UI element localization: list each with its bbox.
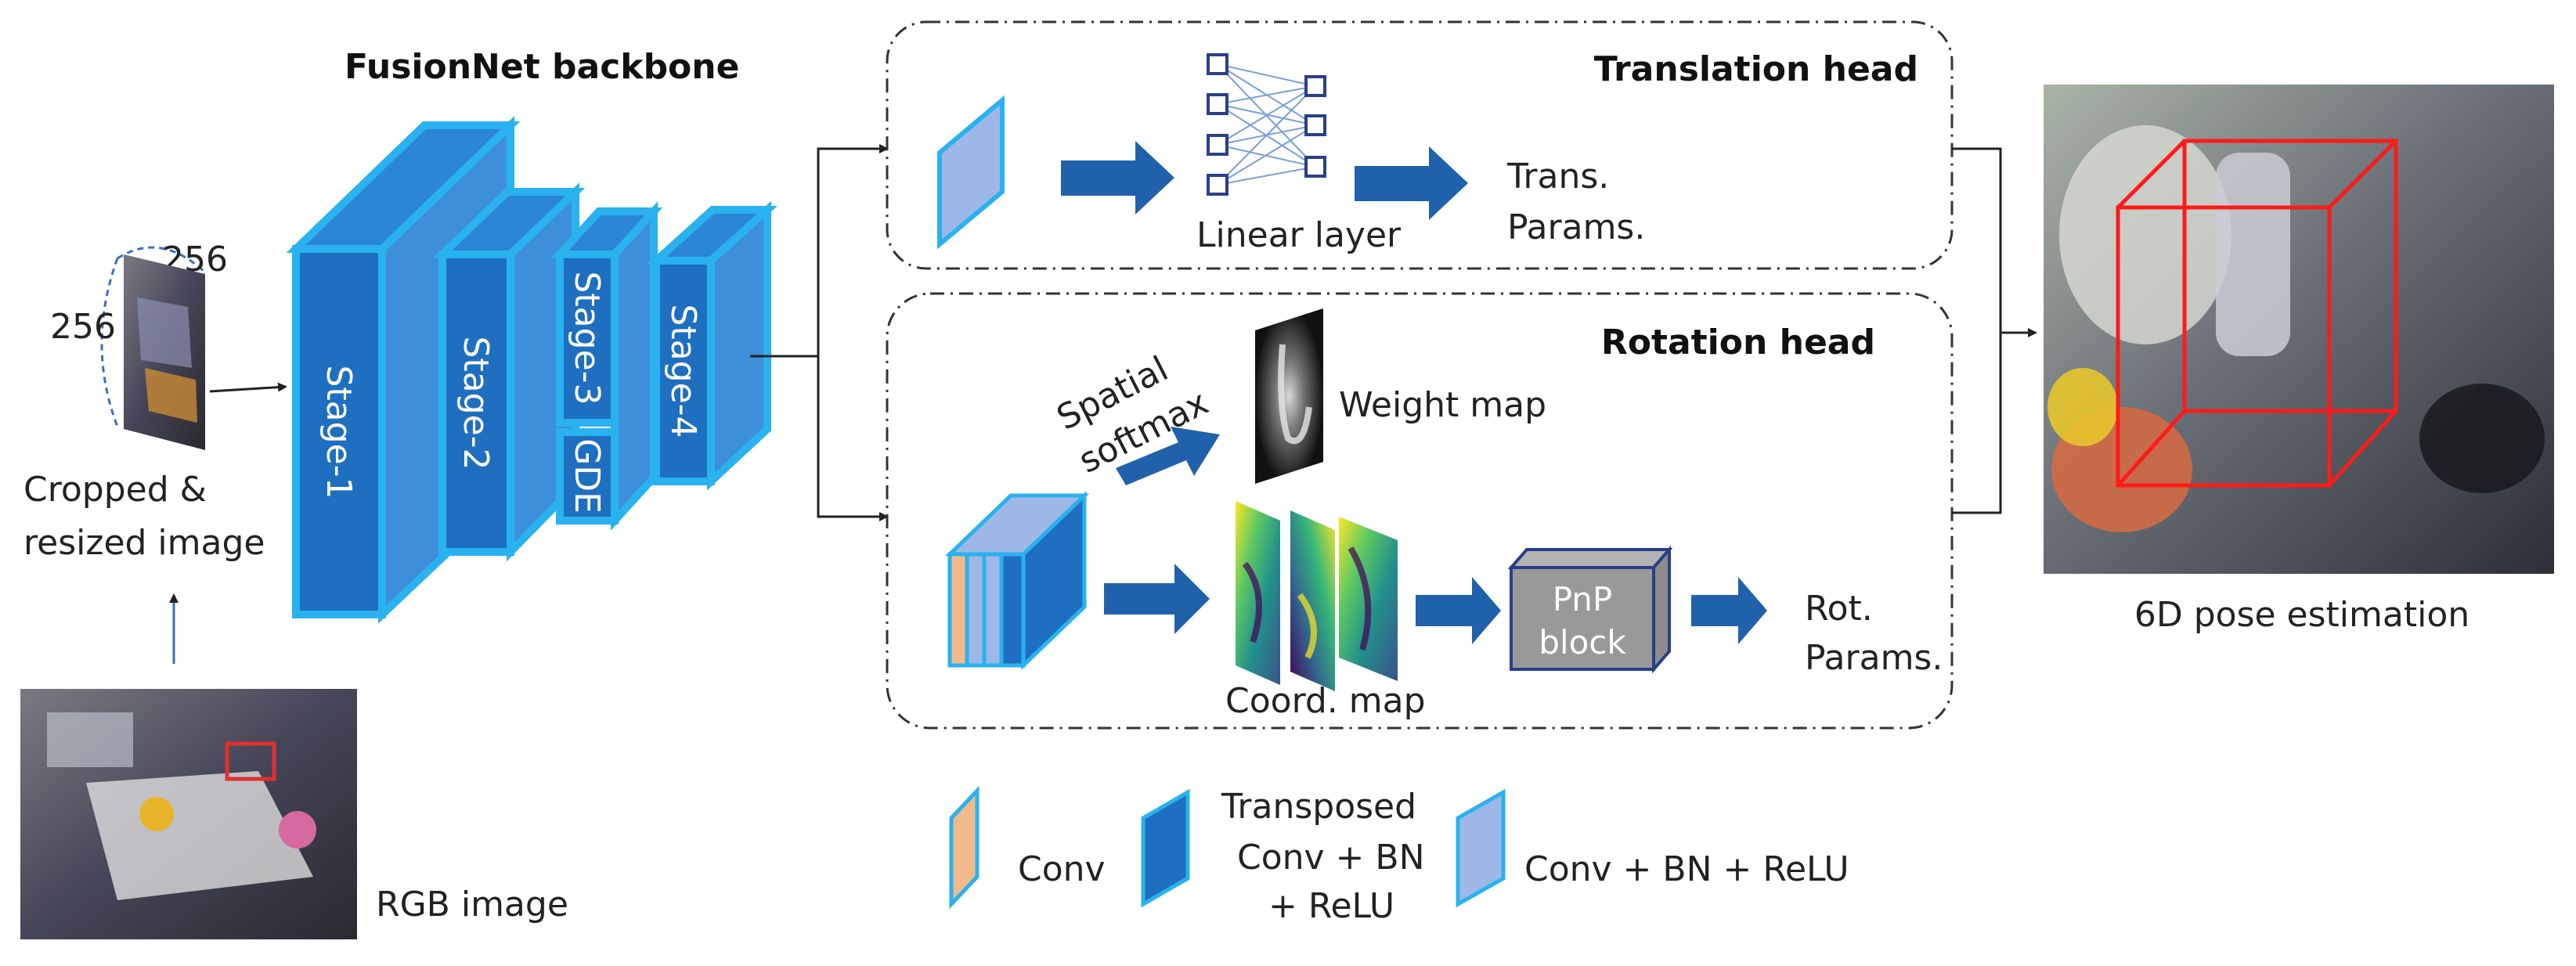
coord-arrow [1104,564,1210,634]
stage-1-label: Stage-1 [319,365,359,499]
pnp-label-line1: PnP [1553,580,1613,618]
coord-map-stack [1236,501,1398,691]
gde-label: GDE [567,438,607,514]
height-dimension-label: 256 [50,307,116,347]
translation-arrow-2 [1355,146,1468,220]
pnp-block: PnP block [1507,545,1673,674]
pnp-label-line2: block [1539,623,1626,661]
legend-transposed-line2: Conv + BN [1237,838,1425,878]
legend-conv-label: Conv [1018,849,1106,889]
linear-layer-label: Linear layer [1196,215,1402,255]
linear-layer-network [1207,53,1326,196]
backbone-title: FusionNet backbone [345,47,739,87]
pose-estimation-label: 6D pose estimation [2134,595,2470,635]
rotation-head: Rotation head Spatial softmax Weight map [886,292,1954,730]
translation-head-box [886,20,1954,270]
pose-bounding-box [2116,139,2398,488]
conv-layer-slice [947,552,969,668]
legend-conv-bn-relu: Conv + BN + ReLU [1456,788,1849,908]
legend-transposed-swatch [1141,788,1190,908]
legend-transposed-line3: + ReLU [1268,886,1394,926]
stage-4-label: Stage-4 [663,304,703,438]
stage-2-label: Stage-2 [456,336,496,470]
gde-block [556,428,619,524]
softmax-arrow [1116,427,1220,485]
legend-conv: Conv [949,785,1106,910]
translation-head: Translation head Linear layer [886,20,1954,270]
legend-transposed: Transposed Conv + BN + ReLU [1141,787,1425,926]
width-dimension-arc [117,246,207,274]
weight-map-image [1255,308,1323,484]
rotation-output-arrow [1691,577,1767,644]
legend-transposed-line1: Transposed [1221,787,1416,827]
rgb-image-label: RGB image [376,885,568,925]
rotation-head-box [886,292,1954,730]
cropped-image-label-line2: resized image [23,523,265,563]
weight-map-label: Weight map [1339,385,1546,425]
rotation-output-line1: Rot. [1805,589,1873,629]
rotation-output-line2: Params. [1805,638,1943,678]
pnp-arrow [1416,577,1501,644]
translation-feature-slab [937,95,1005,250]
legend-conv-bn-relu-label: Conv + BN + ReLU [1524,849,1849,889]
stage-3-block: Stage-3 GDE [550,201,663,531]
stage-2-block: Stage-2 [432,182,586,562]
heads-merge-connector [1952,147,2037,514]
rotation-head-title: Rotation head [1601,323,1875,362]
legend-conv-bn-relu-swatch [1456,788,1506,908]
rotation-feature-stack [944,491,1090,670]
backbone-blocks: Stage-1 Stage-2 Stage-3 GDE Stage-4 [286,116,777,624]
pose-output-group: 6D pose estimation [2044,85,2554,635]
stage-4-block: Stage-4 [646,200,777,491]
coord-map-label: Coord. map [1225,681,1426,721]
stage-3-label: Stage-3 [567,271,607,405]
cropped-image-group: 256 256 Cropped & resized image [23,240,265,563]
legend-conv-swatch [949,785,980,910]
translation-output-line1: Trans. [1506,157,1609,196]
translation-output-line2: Params. [1507,207,1645,247]
translation-head-title: Translation head [1594,49,1918,89]
height-dimension-arc [100,258,119,427]
cropped-image-label-line1: Cropped & [23,470,207,510]
legend: Conv Transposed Conv + BN + ReLU Conv + … [949,785,1849,926]
translation-arrow-1 [1061,141,1174,214]
backbone-branch-connector [750,144,889,521]
crop-to-backbone-arrow [209,382,287,393]
rgb-image-group: RGB image [20,689,568,939]
